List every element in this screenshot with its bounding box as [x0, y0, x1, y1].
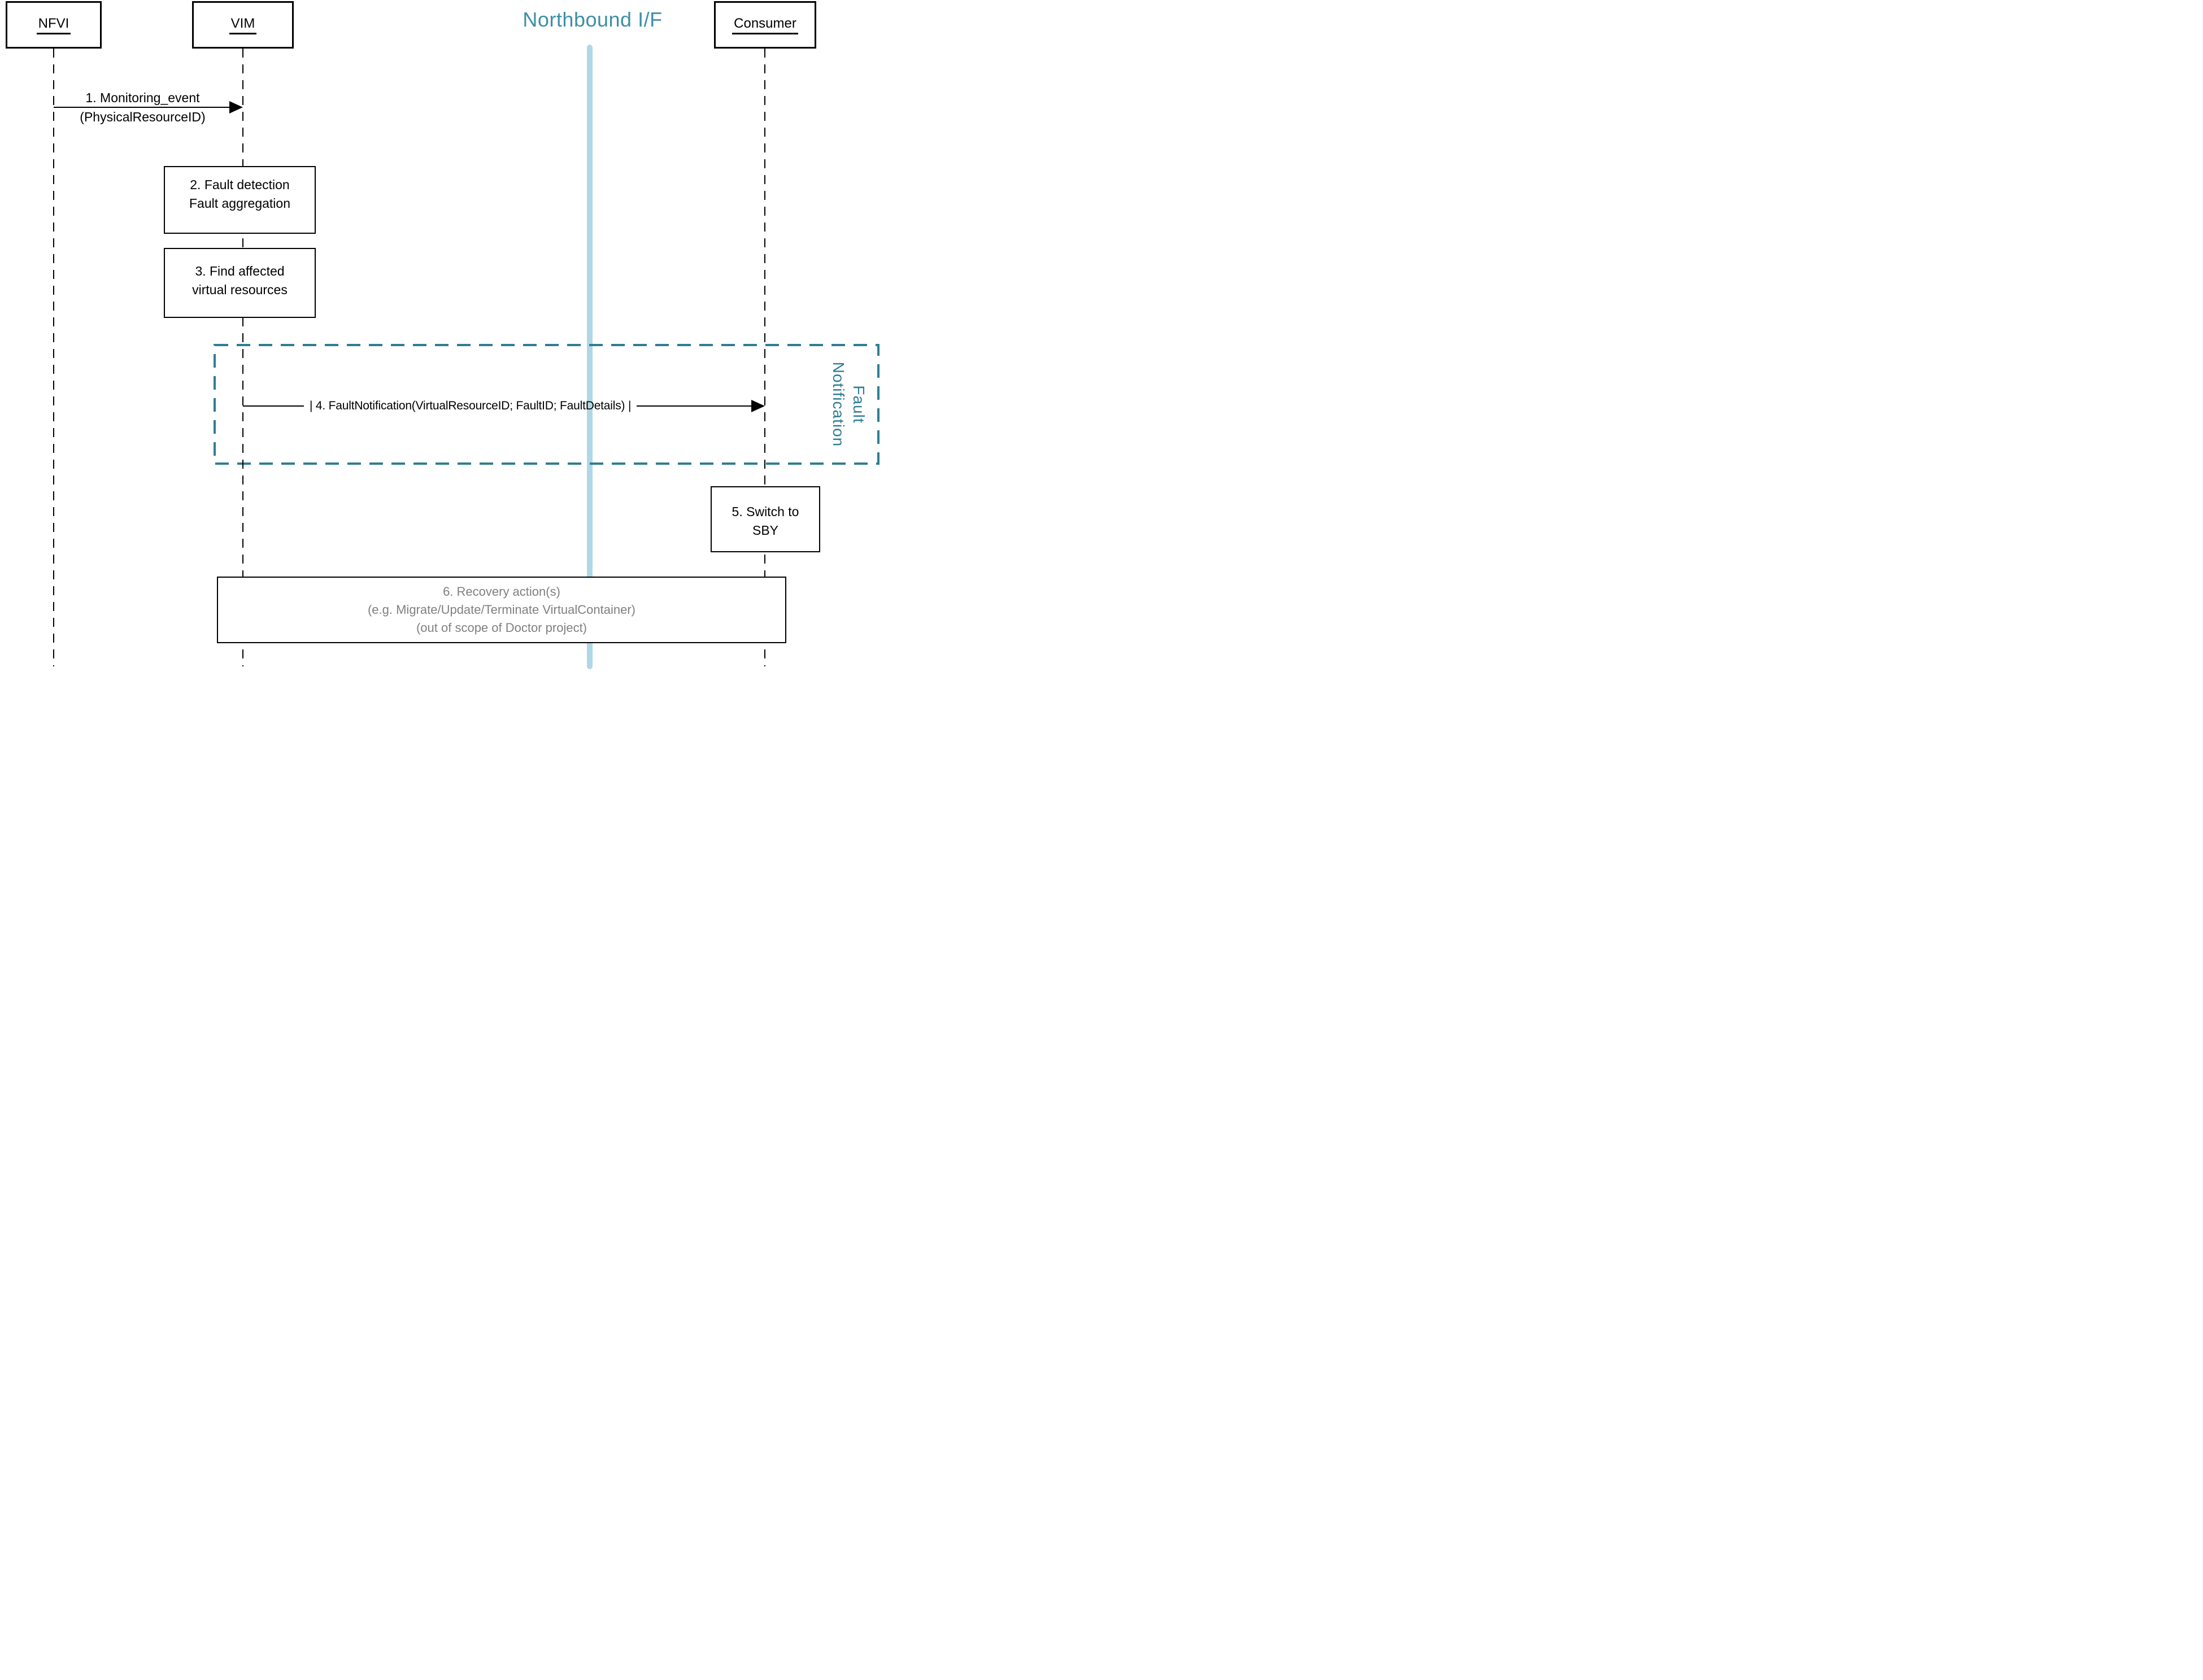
activity-6-line1: 6. Recovery action(s) — [443, 584, 560, 599]
actor-box-nfvi: NFVI — [6, 1, 102, 49]
actor-box-vim: VIM — [192, 1, 294, 49]
activity-2-line1: 2. Fault detection — [190, 177, 290, 192]
actor-box-consumer: Consumer — [714, 1, 816, 49]
activity-2-line2: Fault aggregation — [189, 196, 290, 211]
fault-management-sequence-diagram: NFVI VIM Northbound I/F Consumer 1. Moni… — [0, 0, 881, 672]
northbound-interface-title: Northbound I/F — [523, 8, 663, 31]
message-1-label-line2: (PhysicalResourceID) — [80, 110, 206, 124]
activity-3-line1: 3. Find affected — [195, 264, 285, 278]
diagram-lines-layer — [53, 45, 880, 669]
message-4-line-right — [637, 405, 751, 407]
frame-label-line2: Notification — [830, 361, 847, 447]
arrowhead-icon — [229, 101, 243, 114]
activity-5-line2: SBY — [752, 522, 779, 538]
arrowhead-icon — [751, 400, 765, 412]
activity-5-line1: 5. Switch to — [732, 504, 799, 519]
message-4-line-left — [243, 405, 304, 407]
frame-label-line1: Fault — [850, 385, 868, 424]
actor-label-nfvi: NFVI — [36, 16, 71, 34]
fault-notification-frame-border — [214, 344, 880, 465]
message-4-label: | 4. FaultNotification(VirtualResourceID… — [310, 399, 632, 412]
activity-3-line2: virtual resources — [192, 282, 288, 297]
message-4-arrow: | 4. FaultNotification(VirtualResourceID… — [243, 395, 765, 417]
activity-box-switch-to-sby: 5. Switch to SBY — [711, 486, 820, 552]
fault-notification-frame-label: Fault Notification — [792, 348, 881, 461]
activity-6-line2: (e.g. Migrate/Update/Terminate VirtualCo… — [367, 603, 636, 617]
activity-box-recovery-actions: 6. Recovery action(s) (e.g. Migrate/Upda… — [217, 577, 786, 643]
message-1-label-line1: 1. Monitoring_event — [85, 90, 200, 105]
actor-label-consumer: Consumer — [732, 16, 798, 34]
message-1-arrow-line — [54, 107, 229, 108]
activity-box-find-affected-resources: 3. Find affected virtual resources — [164, 248, 316, 318]
activity-6-line3: (out of scope of Doctor project) — [416, 621, 587, 635]
actor-label-vim: VIM — [229, 16, 257, 34]
activity-box-fault-detection: 2. Fault detection Fault aggregation — [164, 166, 316, 234]
